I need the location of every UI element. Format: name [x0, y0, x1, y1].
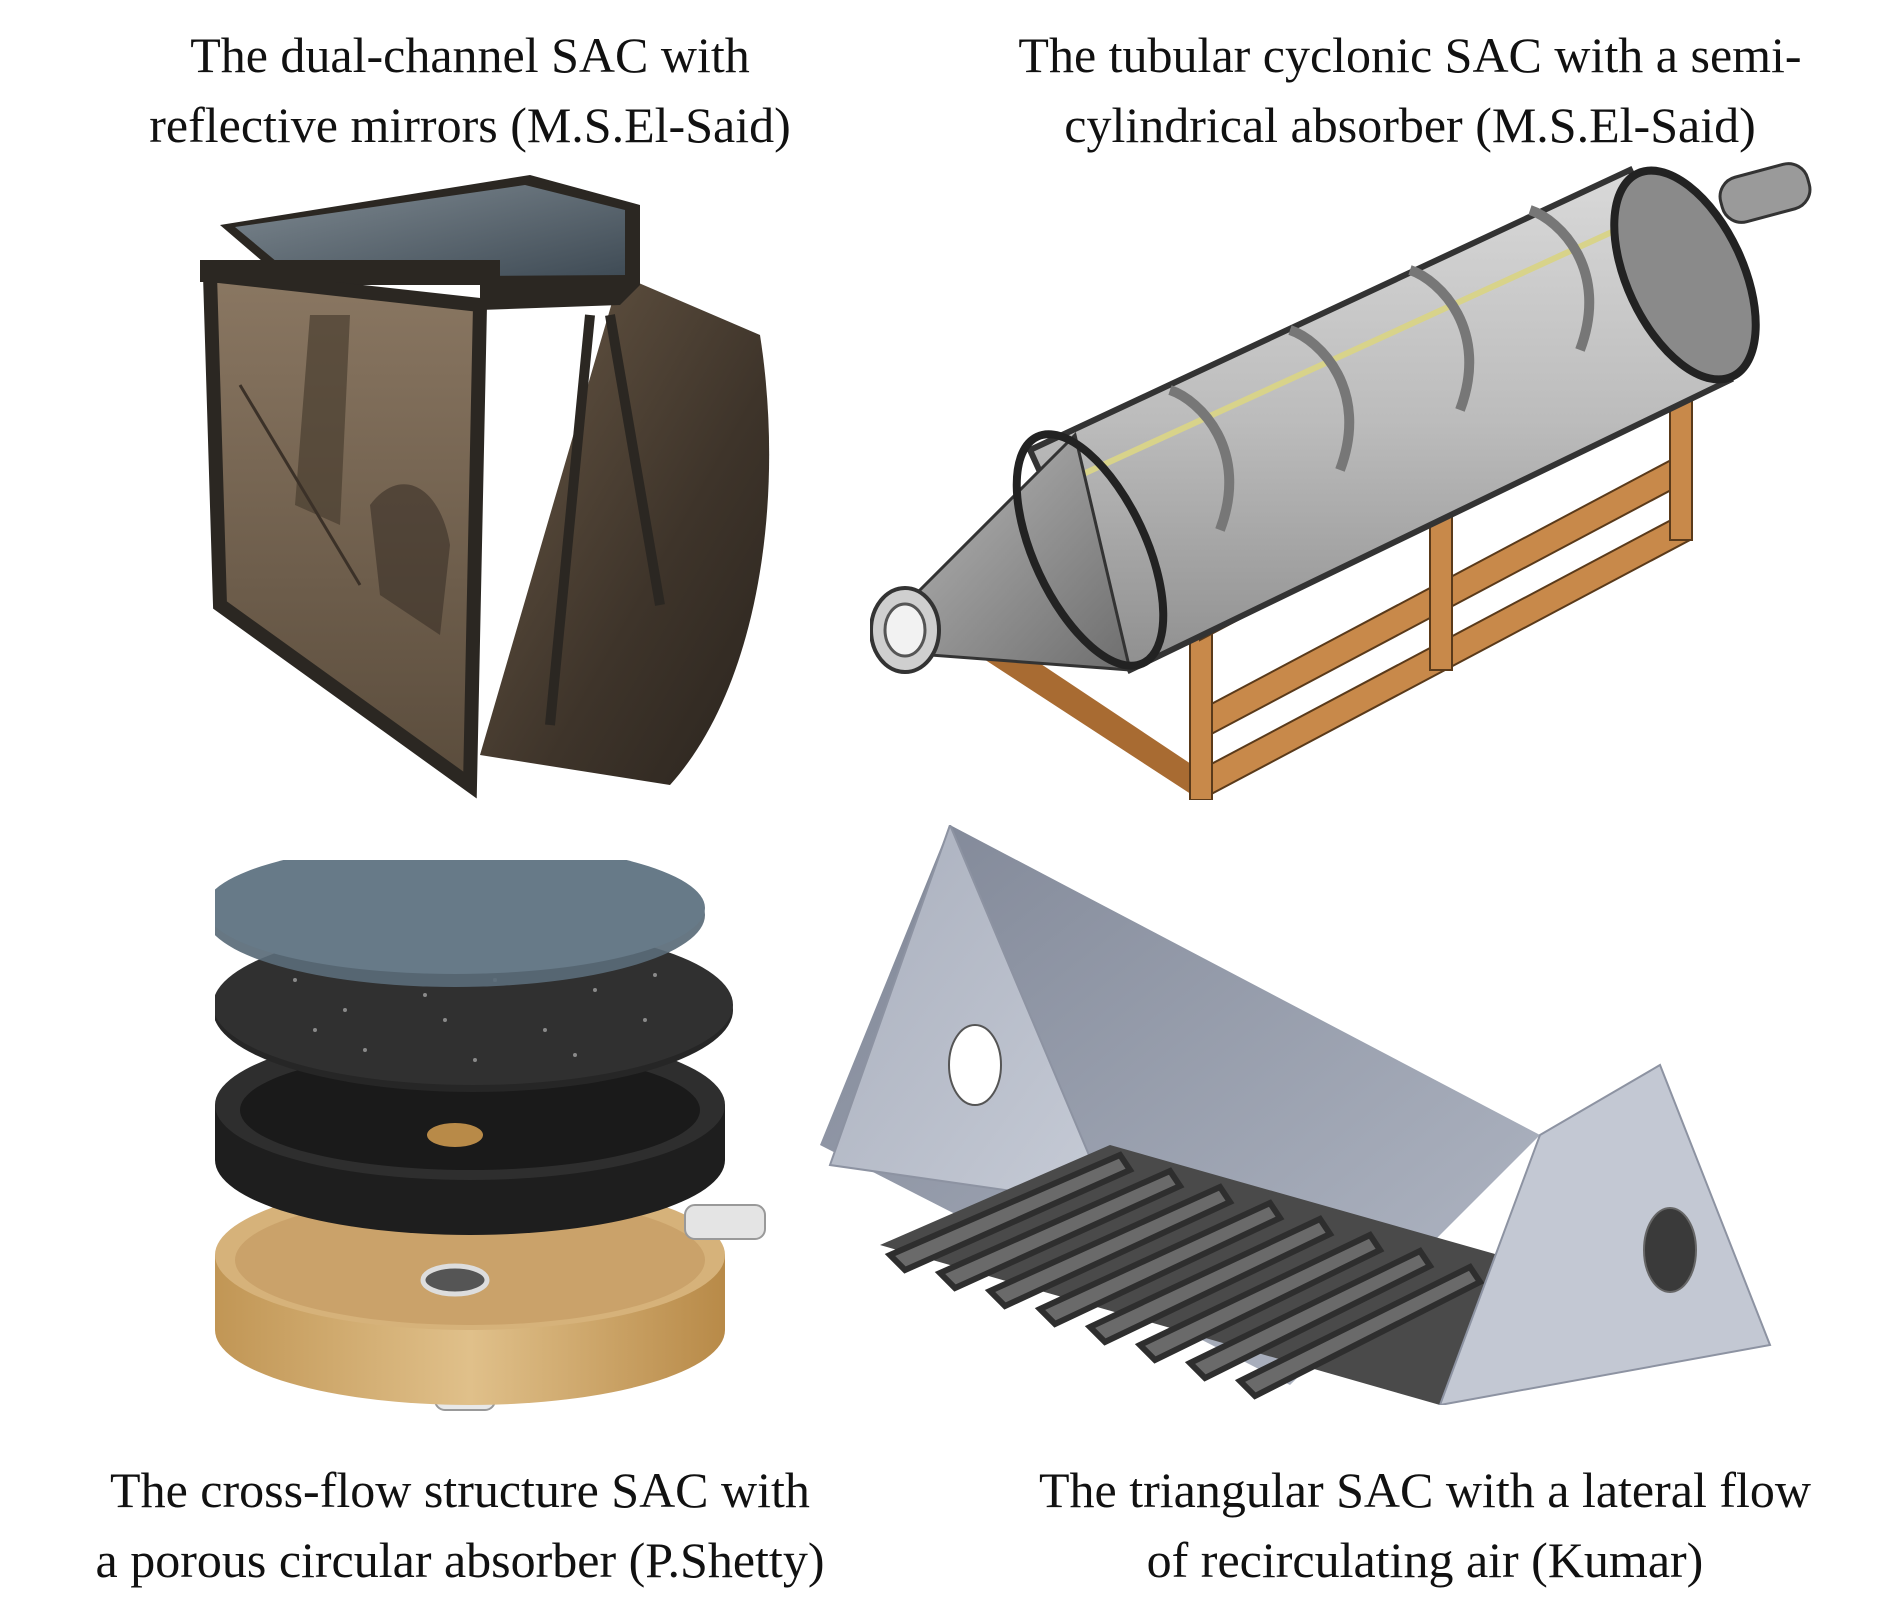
caption-line: The triangular SAC with a lateral flow	[1039, 1462, 1811, 1518]
caption-dual-channel-sac: The dual-channel SAC with reflective mir…	[40, 20, 900, 160]
caption-line: cylindrical absorber (M.S.El-Said)	[1064, 97, 1756, 153]
caption-line: The tubular cyclonic SAC with a semi-	[1018, 27, 1802, 83]
caption-line: a porous circular absorber (P.Shetty)	[95, 1532, 825, 1588]
caption-line: reflective mirrors (M.S.El-Said)	[149, 97, 791, 153]
dual-channel-sac-image	[200, 165, 790, 805]
tubular-cyclonic-sac-image	[870, 150, 1850, 800]
caption-line: of recirculating air (Kumar)	[1146, 1532, 1704, 1588]
caption-cross-flow-sac: The cross-flow structure SAC with a poro…	[0, 1455, 920, 1595]
caption-triangular-sac: The triangular SAC with a lateral flow o…	[960, 1455, 1890, 1595]
caption-line: The dual-channel SAC with	[190, 27, 750, 83]
cross-flow-sac-image	[215, 860, 825, 1420]
triangular-sac-image	[820, 825, 1780, 1405]
caption-tubular-cyclonic-sac: The tubular cyclonic SAC with a semi- cy…	[940, 20, 1880, 160]
caption-line: The cross-flow structure SAC with	[110, 1462, 810, 1518]
